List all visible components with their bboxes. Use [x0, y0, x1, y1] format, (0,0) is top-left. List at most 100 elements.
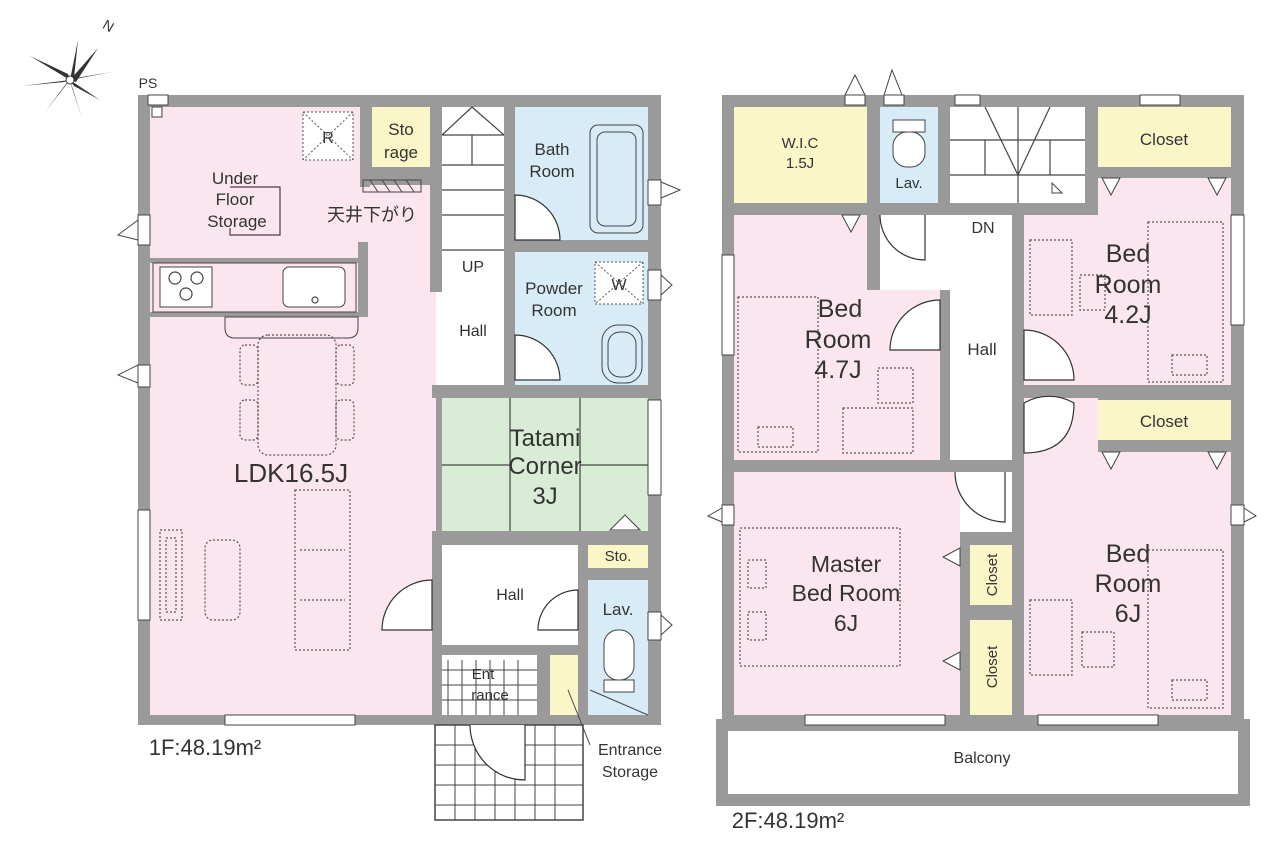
bath-label-1: Bath: [535, 140, 570, 159]
entrance-storage: [550, 655, 578, 715]
hall-2f: [880, 215, 1012, 460]
compass-north-label: N: [100, 16, 117, 35]
master-bed-room: [734, 472, 960, 715]
bed-6-label-1: Bed: [1106, 540, 1150, 568]
bed-47-door[interactable]: [889, 299, 941, 351]
storage-label-2: rage: [384, 143, 418, 162]
tatami-label-3: 3J: [532, 483, 557, 510]
ps-box: [151, 106, 163, 118]
wic-label-2: 1.5J: [786, 155, 814, 172]
storage-room: [372, 107, 430, 167]
bed-furniture-6: [1029, 549, 1224, 709]
lav-1f-door[interactable]: [537, 589, 579, 631]
master-door[interactable]: [954, 471, 1006, 523]
ceiling-lowered-label: 天井下がり: [327, 205, 417, 225]
ceiling-lowered-marker: [362, 179, 422, 193]
bed-6-door[interactable]: [1023, 395, 1075, 454]
sto-small-label: Sto.: [605, 548, 632, 565]
washer-label: W: [611, 277, 627, 294]
windows-1f: [137, 94, 662, 726]
hall-lower-label: Hall: [496, 587, 524, 604]
bed-42-door[interactable]: [1023, 329, 1075, 381]
svg-text:W.I.C1.5J: W.I.C 1.5J: [782, 135, 819, 172]
bed-furniture-42: [1029, 221, 1224, 383]
tatami-label-2: Corner: [508, 453, 581, 480]
floor-1-interior-walls: [150, 107, 648, 715]
entrance-door[interactable]: [469, 724, 526, 781]
hall-2f-label: Hall: [967, 340, 996, 359]
master-label-2: Bed Room: [792, 580, 901, 606]
refrigerator: R: [302, 111, 354, 161]
bath-label-2: Room: [529, 162, 574, 181]
powder-label-1: Powder: [525, 279, 583, 298]
bed-room-47: [734, 215, 940, 460]
toilet-1f: [589, 629, 649, 716]
floor-2-area-label: 2F:48.19m²: [732, 808, 845, 833]
entrance-label-2: rance: [471, 687, 509, 704]
svg-text:Entrance: Entrance: [471, 666, 509, 704]
wic: [734, 107, 867, 203]
wic-label-1: W.I.C: [782, 135, 819, 152]
compass-icon: N: [22, 16, 117, 118]
lav-2f-door[interactable]: [879, 214, 926, 261]
closet-v1: [970, 545, 1012, 605]
sto-small: [588, 542, 648, 568]
svg-text:Storage: Sto rage: [384, 120, 418, 162]
entrance-storage-label-1: Entrance: [598, 742, 662, 759]
bed-47-label-1: Bed: [818, 295, 862, 323]
closet-top: [1098, 107, 1231, 167]
lav-2f-label: Lav.: [895, 175, 922, 192]
powder-label-2: Room: [531, 301, 576, 320]
refrigerator-label: R: [322, 130, 334, 147]
closet-v2-label: Closet: [984, 645, 1001, 688]
bed-furniture-47: [737, 296, 914, 454]
closet-markers: [841, 177, 1227, 671]
washer: W: [594, 261, 644, 305]
storage-label-1: Sto: [388, 120, 414, 139]
bed-42-label-1: Bed: [1106, 240, 1150, 268]
kitchen-counter: [152, 262, 359, 339]
ldk-door[interactable]: [381, 579, 433, 631]
ps-label: PS: [139, 75, 158, 91]
powder-door[interactable]: [514, 334, 561, 381]
bath-door[interactable]: [514, 194, 561, 241]
closet-mid: [1098, 400, 1231, 440]
tatami-lines: [442, 398, 648, 531]
floor-1-plan: PS R: [116, 75, 682, 821]
under-floor-label-2: Floor: [216, 190, 255, 209]
bed-47-label-2: Room: [805, 326, 872, 354]
bed-6-label-2: Room: [1095, 570, 1162, 598]
balcony-label: Balcony: [954, 750, 1011, 767]
stairs-1f: [442, 107, 504, 250]
up-label: UP: [462, 259, 484, 276]
master-label-1: Master: [811, 551, 882, 577]
closet-v1-label: Closet: [984, 553, 1001, 596]
floor-1-area-label: 1F:48.19m²: [149, 735, 262, 760]
under-floor-storage-box: [229, 186, 281, 236]
bed-room-42: [1024, 178, 1231, 385]
tatami-label-1: Tatami: [510, 425, 581, 452]
stairs-1f-lines: [441, 106, 505, 251]
under-floor-label-3: Storage: [207, 212, 267, 231]
windows-2f: [721, 94, 1245, 726]
hall-upper-label: Hall: [459, 323, 487, 340]
toilet-2f: [892, 119, 926, 168]
hall-upper-1f: [436, 250, 504, 385]
closet-top-label: Closet: [1140, 130, 1188, 149]
closet-v2: [970, 620, 1012, 715]
master-label-3: 6J: [834, 610, 858, 636]
dining-table: [239, 334, 355, 456]
bed-42-label-3: 4.2J: [1104, 301, 1151, 329]
sofa: [159, 489, 351, 651]
vents-1f: [116, 181, 682, 636]
bed-42-label-2: Room: [1095, 271, 1162, 299]
